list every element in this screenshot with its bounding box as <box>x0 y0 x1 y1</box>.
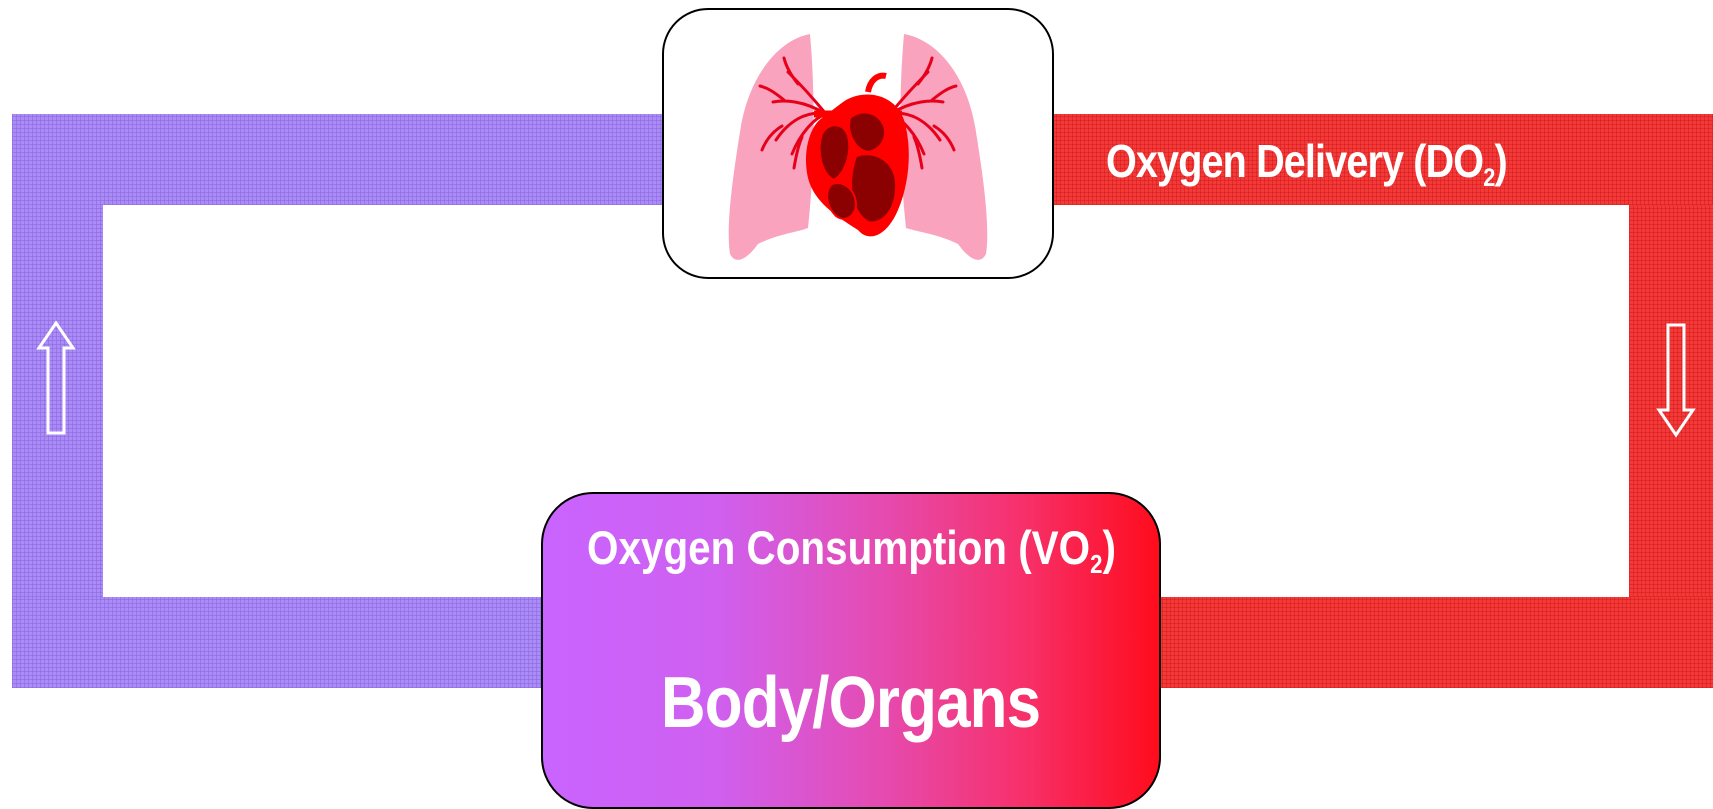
heart-lungs-box <box>662 8 1054 279</box>
body-organs-box: Oxygen Consumption (VO2) Body/Organs <box>541 492 1161 809</box>
heart-lungs-icon <box>718 22 998 267</box>
up-arrow-icon <box>36 320 76 436</box>
body-organs-title: Body/Organs <box>543 667 1159 739</box>
delivery-subscript: 2 <box>1483 164 1494 192</box>
oxygen-delivery-label: Oxygen Delivery (DO2) <box>1106 138 1507 191</box>
venous-bottom-band <box>12 597 544 688</box>
down-arrow-icon <box>1656 322 1696 438</box>
arterial-bottom-band <box>1158 597 1713 688</box>
consumption-subscript: 2 <box>1090 551 1102 579</box>
oxygen-consumption-label: Oxygen Consumption (VO2) <box>543 524 1159 579</box>
venous-top-band <box>12 114 664 205</box>
